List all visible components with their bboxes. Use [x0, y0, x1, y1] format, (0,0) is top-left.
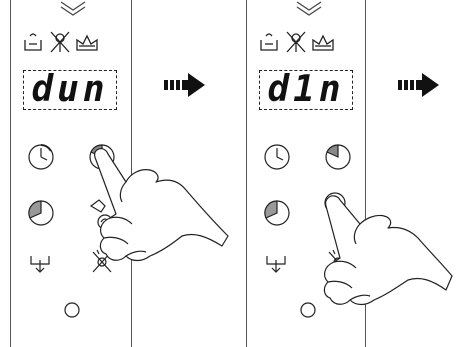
arrow-right-icon: [398, 73, 439, 97]
hand-pointer-icon: [95, 149, 228, 261]
arrow-right-icon: [164, 73, 205, 97]
hand-pointer-icon: [324, 196, 452, 305]
